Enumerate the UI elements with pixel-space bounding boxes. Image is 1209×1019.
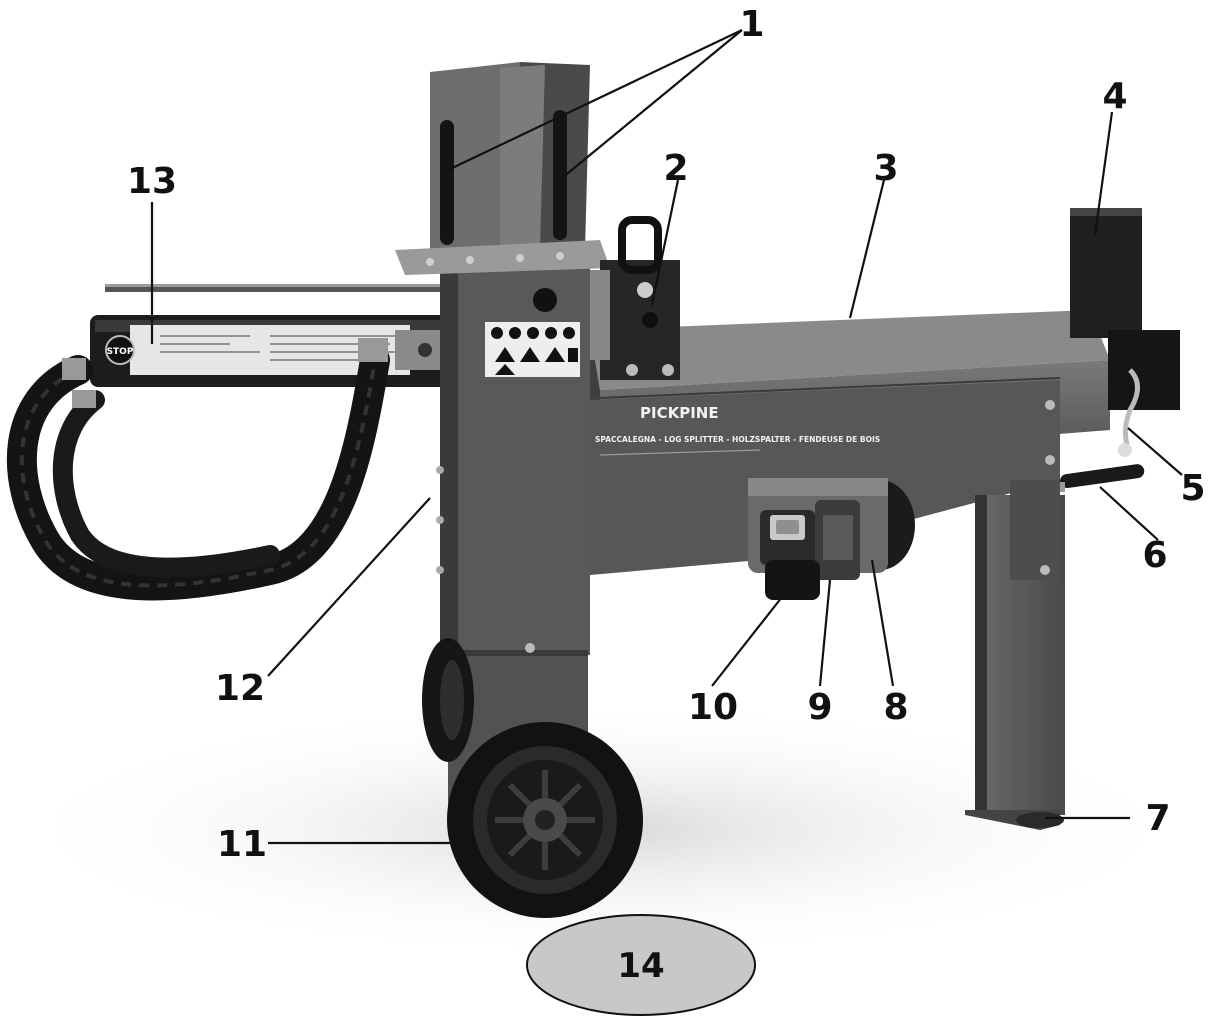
label-9: 9 <box>807 687 832 728</box>
handle-left <box>440 120 454 245</box>
locking-pin <box>1118 368 1140 457</box>
leader-lines <box>150 29 1183 845</box>
main-beam: PICKPINE SPACCALEGNA - LOG SPLITTER - HO… <box>590 310 1110 575</box>
end-plate <box>1070 208 1180 410</box>
label-1: 1 <box>739 4 764 45</box>
push-rod <box>105 284 475 292</box>
pusher-block <box>590 216 680 380</box>
page-number-badge: 14 <box>526 914 756 1016</box>
label-10: 10 <box>688 687 738 728</box>
machine-subtitle-decal: SPACCALEGNA - LOG SPLITTER - HOLZSPALTER… <box>595 435 880 444</box>
label-3: 3 <box>873 148 898 189</box>
stop-badge-icon <box>105 335 135 365</box>
callout-numbers: 1 2 3 4 5 6 7 8 9 10 11 12 13 <box>127 4 1206 865</box>
label-5: 5 <box>1180 468 1205 509</box>
label-7: 7 <box>1145 798 1170 839</box>
stop-badge-text: STOP <box>107 347 134 357</box>
cylinder-decal-lines <box>160 335 400 361</box>
label-8: 8 <box>883 687 908 728</box>
page-number: 14 <box>617 946 664 986</box>
label-6: 6 <box>1142 535 1167 576</box>
label-12: 12 <box>215 668 265 709</box>
hydraulic-cylinder: STOP <box>90 315 450 387</box>
label-4: 4 <box>1102 76 1127 117</box>
rear-leg <box>965 480 1065 830</box>
machine-illustration: STOP <box>6 62 1180 918</box>
label-11: 11 <box>217 824 267 865</box>
front-wheel <box>447 722 643 918</box>
label-13: 13 <box>127 161 177 202</box>
motor-assembly <box>748 478 915 600</box>
rear-wheel <box>422 638 474 762</box>
label-2: 2 <box>663 148 688 189</box>
hydraulic-hoses <box>6 338 390 601</box>
handle-right <box>553 110 567 240</box>
machine-brand-decal: PICKPINE <box>640 404 719 422</box>
wedge-guard <box>395 62 610 275</box>
